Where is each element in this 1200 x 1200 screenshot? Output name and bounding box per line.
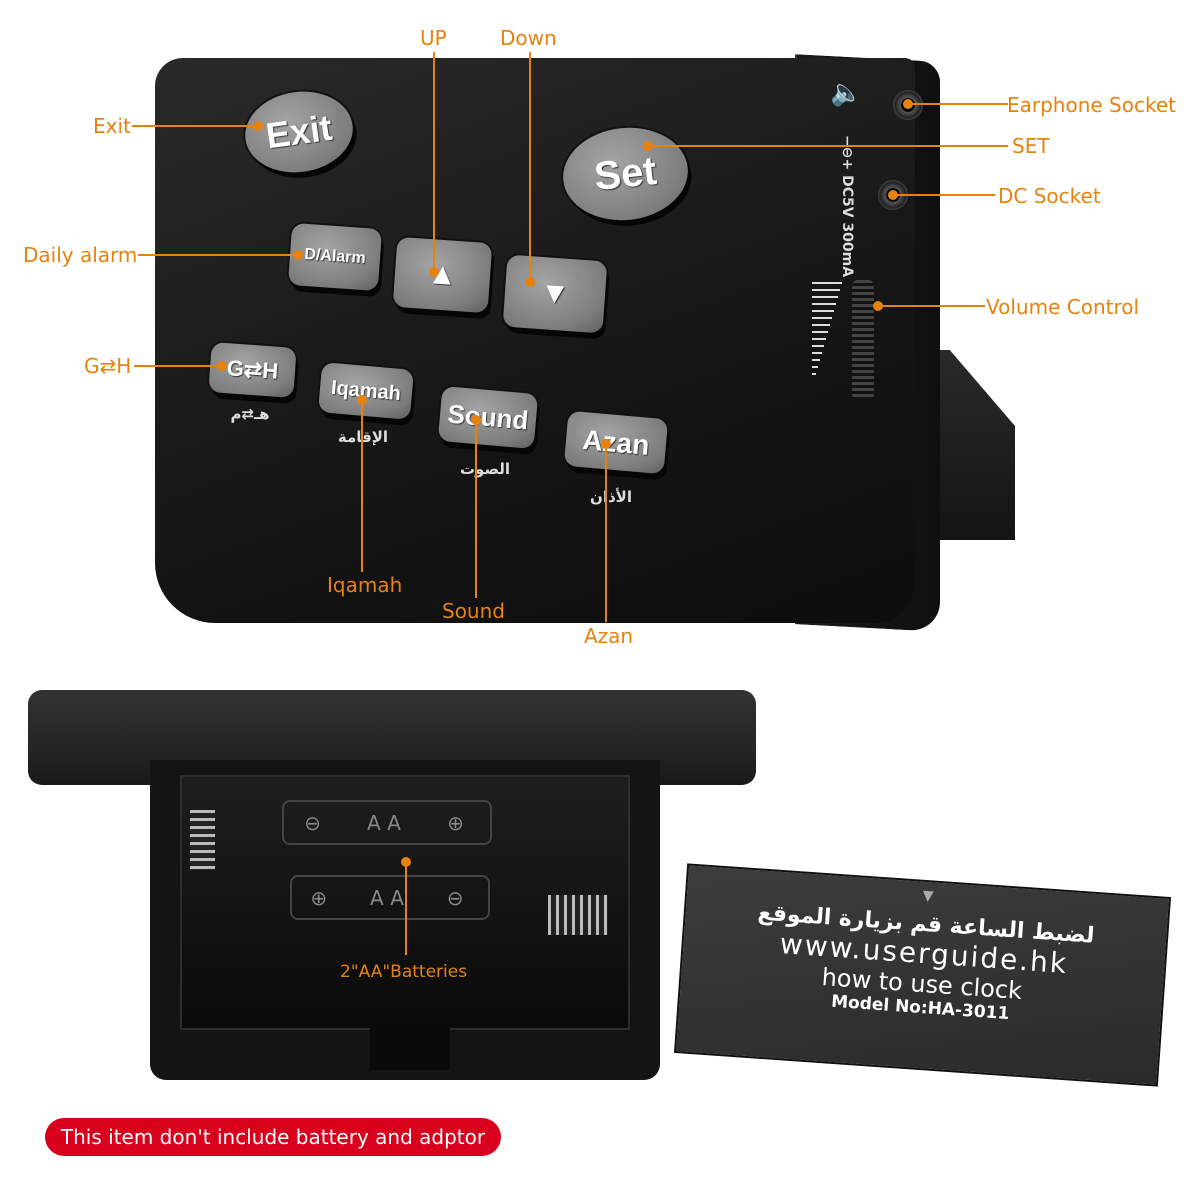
speaker-icon: 🔈	[830, 78, 863, 108]
iqamah-leader-dot	[357, 395, 367, 405]
alarm-leader-dot	[293, 250, 303, 260]
dc-leader-dot	[888, 190, 898, 200]
spring-contact	[190, 810, 215, 870]
battery-slot-1: ⊖ AA ⊕	[282, 800, 492, 845]
arabic-azan-label: الأذان	[590, 488, 632, 506]
set-leader-dot	[643, 141, 653, 151]
sound-leader-dot	[471, 415, 481, 425]
label-earphone-socket: Earphone Socket	[1007, 93, 1177, 117]
earphone-leader-dot	[903, 99, 913, 109]
label-sound: Sound	[442, 599, 505, 623]
battery-slot-2: ⊕ AA ⊖	[290, 875, 490, 920]
minus-icon: ⊖	[304, 810, 327, 835]
azan-leader-dot	[601, 439, 611, 449]
volume-wheel[interactable]	[852, 280, 874, 400]
spring-contact	[548, 895, 608, 935]
arabic-sound-label: الصوت	[459, 460, 511, 478]
label-exit: Exit	[93, 114, 131, 138]
label-down: Down	[500, 26, 557, 50]
plus-icon: ⊕	[447, 810, 470, 835]
label-iqamah: Iqamah	[327, 573, 403, 597]
compartment-latch	[370, 1020, 450, 1070]
label-daily-alarm: Daily alarm	[23, 243, 138, 267]
up-leader-dot	[429, 267, 439, 277]
arabic-gh-label: هـ⇄م	[230, 405, 270, 423]
down-leader-dot	[525, 277, 535, 287]
label-azan: Azan	[584, 624, 634, 648]
battery-slot-label: AA	[367, 810, 407, 835]
label-dc-socket: DC Socket	[998, 184, 1101, 208]
label-volume-control: Volume Control	[986, 295, 1140, 319]
label-batteries: 2"AA"Batteries	[340, 962, 468, 982]
gh-leader-dot	[217, 361, 227, 371]
volume-scale-icon	[812, 282, 842, 375]
disclaimer-text: This item don't include battery and adpt…	[60, 1125, 486, 1149]
minus-icon: ⊖	[446, 885, 470, 910]
exit-leader-dot	[253, 121, 263, 131]
label-set: SET	[1012, 134, 1050, 158]
label-g-h: G⇄H	[84, 354, 132, 378]
disclaimer-banner: This item don't include battery and adpt…	[45, 1118, 501, 1156]
battery-leader-dot	[401, 857, 411, 867]
plus-icon: ⊕	[310, 885, 334, 910]
battery-slot-label: AA	[370, 885, 410, 910]
volume-leader-dot	[873, 301, 883, 311]
label-up: UP	[420, 26, 447, 50]
